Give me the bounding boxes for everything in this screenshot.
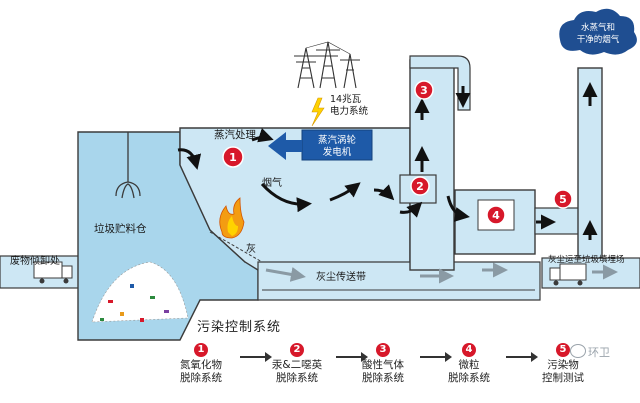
legend-step-1-line2: 脱除系统 [180,372,222,384]
legend-step-1-line1: 氮氧化物 [180,359,222,371]
marker-5: 5 [553,189,573,209]
marker-3-label: 3 [420,84,428,97]
legend-step-1: 1 氮氧化物 脱除系统 [166,343,236,385]
garbage-pile [91,261,189,323]
legend-step-2-num: 2 [290,343,304,357]
legend-step-1-num: 1 [194,343,208,357]
legend-step-2: 2 汞&二噁英 脱除系统 [262,343,332,385]
marker-5-label: 5 [559,193,567,206]
legend-step-4-num: 4 [462,343,476,357]
clean-smoke-cloud [559,8,637,55]
legend-step-4-line2: 脱除系统 [448,372,490,384]
legend-step-3-line1: 酸性气体 [362,359,404,371]
legend-step-3-line2: 脱除系统 [362,372,404,384]
steam-turbine-generator [301,129,373,161]
furnace-fire-icon [209,197,263,263]
legend-arrow-2 [336,352,368,362]
legend-arrow-3 [420,352,452,362]
label-turbine-line2: 发电机 [323,146,352,158]
label-flue-gas: 烟气 [262,176,282,189]
label-ash-landfill: 灰尘运至垃圾填埋场 [548,254,625,265]
label-waste-bin: 垃圾贮料仓 [94,222,147,235]
marker-4-label: 4 [492,209,500,222]
watermark-icon [570,344,586,358]
marker-1: 1 [222,146,244,168]
garbage-truck-left [33,261,73,284]
legend-step-3-num: 3 [376,343,390,357]
legend-step-5-num: 5 [556,343,570,357]
legend-step-3: 3 酸性气体 脱除系统 [348,343,418,385]
marker-2-label: 2 [416,180,424,193]
legend-step-4: 4 微粒 脱除系统 [434,343,504,385]
label-power-line1: 14兆瓦 [330,94,362,105]
legend-step-2-line2: 脱除系统 [276,372,318,384]
watermark-text: 环卫 [588,346,610,359]
ash-flow-arrows [265,262,508,284]
label-unloading: 废物倾卸处 [10,254,60,267]
legend-title: 污染控制系统 [197,320,282,335]
label-cloud-line1: 水蒸气和 [581,22,615,33]
label-turbine-line1: 蒸汽涡轮 [318,134,357,146]
legend-step-5-line2: 控制测试 [542,372,584,384]
label-ash-conveyor: 灰尘传送带 [316,270,366,283]
plant-floor [257,261,541,301]
legend-arrow-4 [506,352,538,362]
label-power-line2: 电力系统 [330,105,369,117]
lightning-icon [311,97,325,127]
crane-grab-icon [115,132,141,199]
marker-4: 4 [486,205,506,225]
turbine-arrow [268,132,302,160]
label-ash: 灰 [246,242,256,255]
legend-arrow-1 [240,352,272,362]
power-pylon-icon [294,41,360,89]
legend-step-5: 5 污染物 控制测试 [528,343,598,385]
flow-arrows [177,82,598,240]
ash-truck-right [549,263,587,286]
marker-1-label: 1 [229,151,237,164]
legend-step-4-line1: 微粒 [458,359,480,371]
marker-3: 3 [414,80,434,100]
legend-step-5-line1: 污染物 [547,359,579,371]
label-cloud-line2: 干净的烟气 [577,34,620,45]
marker-2: 2 [410,176,430,196]
label-steam-process: 蒸汽处理 [214,128,256,141]
legend-step-2-line1: 汞&二噁英 [271,359,323,371]
